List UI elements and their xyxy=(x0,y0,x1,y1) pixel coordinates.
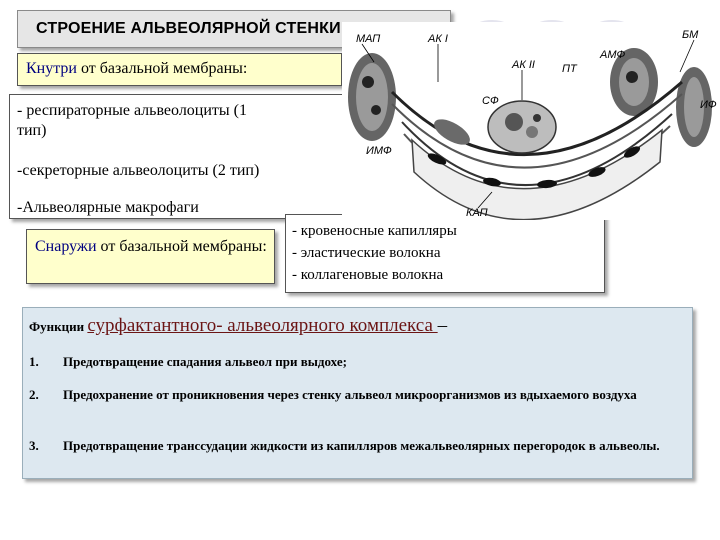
inside-cell-item: тип) xyxy=(17,122,47,139)
label-ak1: АК I xyxy=(427,33,448,45)
function-text: Предотвращение спадания альвеол при выдо… xyxy=(63,354,347,369)
functions-suffix: – xyxy=(437,315,448,336)
outside-item: - кровеносные капилляры xyxy=(292,223,457,239)
label-sf: СФ xyxy=(482,95,499,107)
functions-heading: Функции сурфактантного- альвеолярного ко… xyxy=(29,315,447,337)
outside-label-rest: от базальной мембраны: xyxy=(96,238,267,255)
inside-cells-box: - респираторные альвеолоциты (1 тип) -се… xyxy=(9,94,347,219)
label-imf-left: ИМФ xyxy=(366,145,392,157)
label-map: МАП xyxy=(356,33,380,45)
function-item: 1. Предотвращение спадания альвеол при в… xyxy=(29,352,689,371)
label-if: ИФ xyxy=(700,99,717,111)
function-number: 1. xyxy=(29,354,39,369)
inside-cell-item: -секреторные альвеолоциты (2 тип) xyxy=(17,162,260,179)
outside-item: - коллагеновые волокна xyxy=(292,267,444,283)
outside-item: - эластические волокна xyxy=(292,245,441,261)
inside-label-word: Кнутри xyxy=(26,60,77,77)
label-amf: АМФ xyxy=(599,49,626,61)
function-text: Предохранение от проникновения через сте… xyxy=(63,387,637,402)
outside-items-box: - кровеносные капилляры - эластические в… xyxy=(285,214,605,293)
inside-label-box: Кнутри от базальной мембраны: xyxy=(17,53,342,86)
label-ak2: АК II xyxy=(511,59,535,71)
function-number: 2. xyxy=(29,387,39,402)
inside-label-rest: от базальной мембраны: xyxy=(76,60,248,77)
label-pt: ПТ xyxy=(562,63,578,75)
function-item: 2. Предохранение от проникновения через … xyxy=(29,385,689,404)
outside-label: Снаружи от базальной мембраны: xyxy=(35,237,270,257)
label-kap: КАП xyxy=(466,207,488,219)
function-text: Предотвращение транссудации жидкости из … xyxy=(63,438,660,453)
outside-label-box: Снаружи от базальной мембраны: xyxy=(26,229,275,284)
alveolar-wall-diagram: МАП АК I АК II ПТ СФ ИМФ АМФ БМ ИФ КАП xyxy=(342,22,720,220)
outside-label-word: Снаружи xyxy=(35,238,97,255)
page-title: СТРОЕНИЕ АЛЬВЕОЛЯРНОЙ СТЕНКИ xyxy=(36,20,341,37)
label-bm: БМ xyxy=(682,29,699,41)
inside-cell-item: - респираторные альвеолоциты (1 xyxy=(17,102,247,119)
functions-highlight: сурфактантного- альвеолярного комплекса xyxy=(87,315,438,336)
function-item: 3. Предотвращение транссудации жидкости … xyxy=(29,436,689,455)
functions-prefix: Функции xyxy=(29,319,88,334)
inside-label: Кнутри от базальной мембраны: xyxy=(26,60,247,78)
functions-box: Функции сурфактантного- альвеолярного ко… xyxy=(22,307,693,479)
function-number: 3. xyxy=(29,438,39,453)
inside-cell-item: -Альвеолярные макрофаги xyxy=(17,199,199,216)
